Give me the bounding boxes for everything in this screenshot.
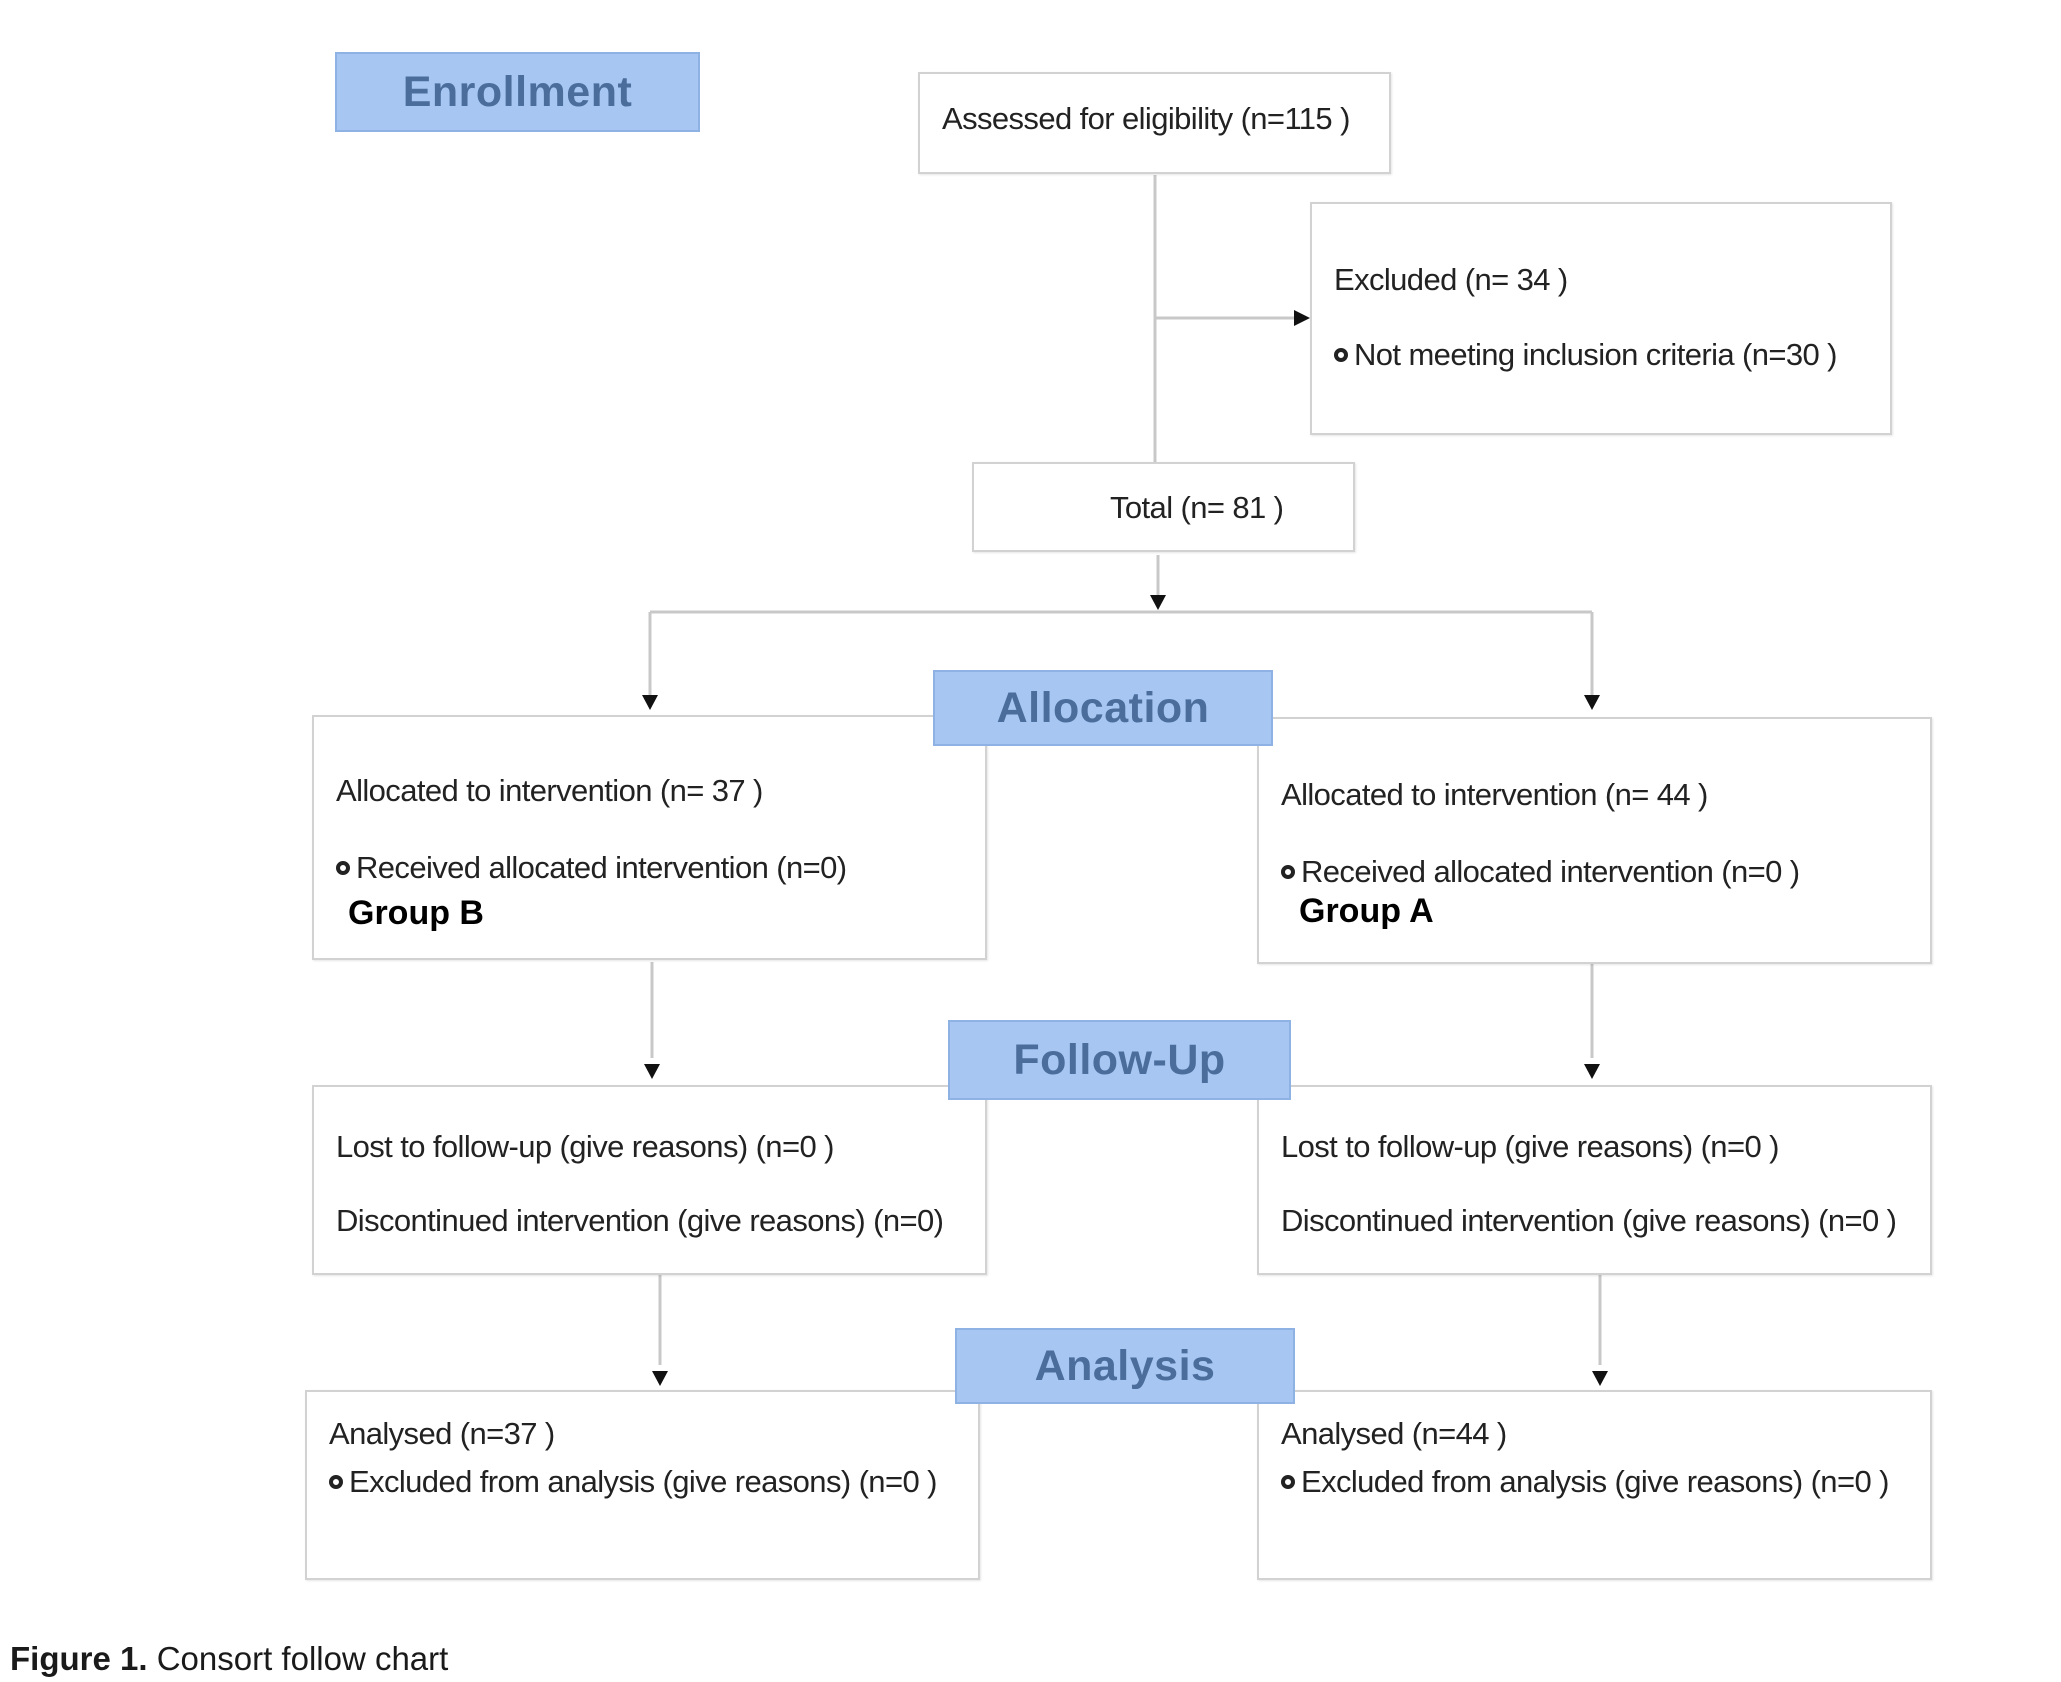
group-a-analysis-box: Analysed (n=44 ) Excluded from analysis … xyxy=(1257,1390,1932,1580)
arrowhead-left-allocation xyxy=(642,695,658,710)
total-text: Total (n= 81 ) xyxy=(1110,490,1284,525)
group-b-received: Received allocated intervention (n=0) xyxy=(356,850,847,885)
arrowhead-total xyxy=(1150,595,1166,610)
group-b-followup-box: Lost to follow-up (give reasons) (n=0 ) … xyxy=(312,1085,987,1275)
group-a-allocated: Allocated to intervention (n= 44 ) xyxy=(1281,777,1708,812)
group-a-lost: Lost to follow-up (give reasons) (n=0 ) xyxy=(1281,1129,1779,1164)
group-a-label: Group A xyxy=(1299,892,1434,930)
stage-allocation: Allocation xyxy=(933,670,1273,746)
group-a-analysed: Analysed (n=44 ) xyxy=(1281,1416,1507,1451)
group-b-analysis-box: Analysed (n=37 ) Excluded from analysis … xyxy=(305,1390,980,1580)
figure-caption-text: Consort follow chart xyxy=(147,1640,449,1677)
bullet-icon xyxy=(329,1474,343,1489)
arrowhead-right-analysis xyxy=(1592,1371,1608,1386)
arrowhead-right-follow xyxy=(1584,1064,1600,1079)
arrowhead-left-follow xyxy=(644,1064,660,1079)
group-a-allocation-box: Allocated to intervention (n= 44 ) Recei… xyxy=(1257,717,1932,964)
group-b-analysed: Analysed (n=37 ) xyxy=(329,1416,555,1451)
group-b-allocation-box: Allocated to intervention (n= 37 ) Recei… xyxy=(312,715,987,960)
group-b-excluded-analysis: Excluded from analysis (give reasons) (n… xyxy=(349,1464,937,1499)
stage-analysis: Analysis xyxy=(955,1328,1295,1404)
excluded-reason: Not meeting inclusion criteria (n=30 ) xyxy=(1354,337,1838,372)
excluded-title: Excluded (n= 34 ) xyxy=(1334,262,1568,297)
group-a-excluded-analysis: Excluded from analysis (give reasons) (n… xyxy=(1301,1464,1889,1499)
group-a-received: Received allocated intervention (n=0 ) xyxy=(1301,854,1800,889)
assessed-box: Assessed for eligibility (n=115 ) xyxy=(918,72,1391,174)
bullet-icon xyxy=(1334,347,1348,362)
group-b-discontinued: Discontinued intervention (give reasons)… xyxy=(336,1203,944,1238)
excluded-box: Excluded (n= 34 ) Not meeting inclusion … xyxy=(1310,202,1892,435)
assessed-text: Assessed for eligibility (n=115 ) xyxy=(942,101,1350,136)
figure-caption-label: Figure 1. xyxy=(10,1640,148,1677)
arrowhead-right-allocation xyxy=(1584,695,1600,710)
group-a-excluded-analysis-row: Excluded from analysis (give reasons) (n… xyxy=(1281,1464,1889,1500)
group-b-received-row: Received allocated intervention (n=0) xyxy=(336,850,847,886)
group-b-excluded-analysis-row: Excluded from analysis (give reasons) (n… xyxy=(329,1464,937,1500)
excluded-reason-row: Not meeting inclusion criteria (n=30 ) xyxy=(1334,337,1838,373)
bullet-icon xyxy=(336,860,350,875)
arrowhead-left-analysis xyxy=(652,1371,668,1386)
figure-caption: Figure 1. Consort follow chart xyxy=(10,1640,448,1678)
total-box: Total (n= 81 ) xyxy=(972,462,1355,552)
group-a-received-row: Received allocated intervention (n=0 ) xyxy=(1281,854,1800,890)
bullet-icon xyxy=(1281,1474,1295,1489)
group-a-discontinued: Discontinued intervention (give reasons)… xyxy=(1281,1203,1897,1238)
group-b-allocated: Allocated to intervention (n= 37 ) xyxy=(336,773,763,808)
bullet-icon xyxy=(1281,864,1295,879)
stage-enrollment: Enrollment xyxy=(335,52,700,132)
group-b-label: Group B xyxy=(348,894,484,932)
stage-follow-up: Follow-Up xyxy=(948,1020,1291,1100)
arrowhead-excluded xyxy=(1294,310,1310,326)
group-a-followup-box: Lost to follow-up (give reasons) (n=0 ) … xyxy=(1257,1085,1932,1275)
group-b-lost: Lost to follow-up (give reasons) (n=0 ) xyxy=(336,1129,834,1164)
